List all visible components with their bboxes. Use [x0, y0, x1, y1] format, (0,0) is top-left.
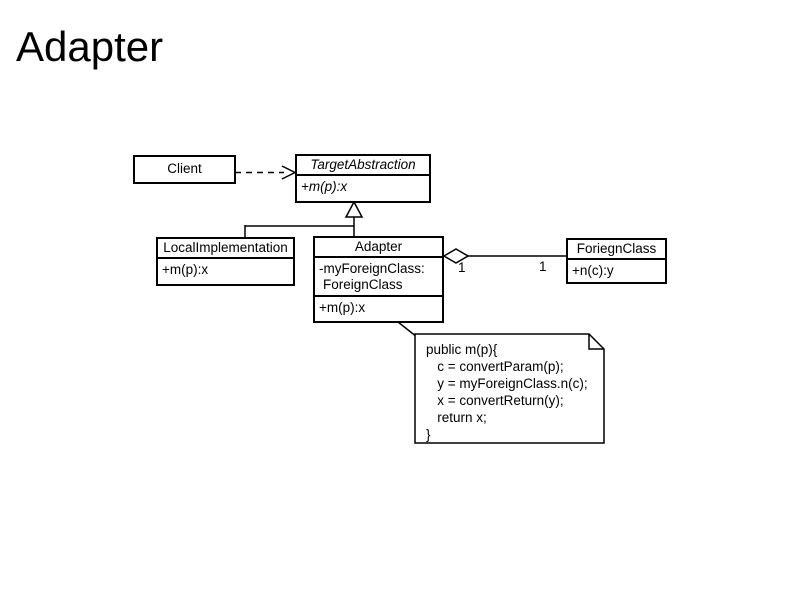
class-name-local-implementation: LocalImplementation [158, 239, 293, 259]
aggregation-diamond-icon [442, 248, 470, 264]
note-code-text: public m(p){ c = convertParam(p); y = my… [426, 341, 588, 443]
note-body [414, 333, 605, 444]
note-line: } [426, 427, 431, 442]
class-operations-foreign-class: +n(c):y [572, 263, 614, 278]
class-box-foreign-class: ForiegnClass +n(c):y [566, 238, 667, 284]
class-box-adapter: Adapter -myForeignClass: ForeignClass +m… [313, 236, 444, 323]
adapter-attribute-line1: -myForeignClass: [319, 261, 425, 276]
adapter-attribute-line2: ForeignClass [323, 277, 403, 292]
note-line: c = convertParam(p); [426, 359, 564, 374]
class-attributes-adapter: -myForeignClass: ForeignClass [315, 258, 442, 297]
class-operations-adapter: +m(p):x [319, 300, 366, 315]
note-line: x = convertReturn(y); [426, 393, 564, 408]
note-line: y = myForeignClass.n(c); [426, 376, 588, 391]
class-box-client: Client [133, 155, 236, 184]
class-name-foreign-class: ForiegnClass [568, 240, 665, 260]
generalization-triangle-icon [344, 200, 364, 218]
class-name-adapter: Adapter [315, 238, 442, 258]
class-name-target-abstraction: TargetAbstraction [297, 156, 429, 176]
class-operations-local-implementation: +m(p):x [162, 262, 209, 277]
multiplicity-adapter-end: 1 [458, 260, 466, 275]
multiplicity-foreign-end: 1 [539, 259, 547, 274]
class-box-local-implementation: LocalImplementation +m(p):x [156, 237, 295, 286]
class-name-client: Client [167, 161, 202, 176]
note-line: public m(p){ [426, 342, 498, 357]
class-operations-target-abstraction: +m(p):x [301, 179, 348, 194]
page-title: Adapter [16, 23, 164, 70]
note-line: return x; [426, 410, 487, 425]
class-box-target-abstraction: TargetAbstraction +m(p):x [295, 154, 431, 203]
note-fold-icon [588, 334, 604, 350]
